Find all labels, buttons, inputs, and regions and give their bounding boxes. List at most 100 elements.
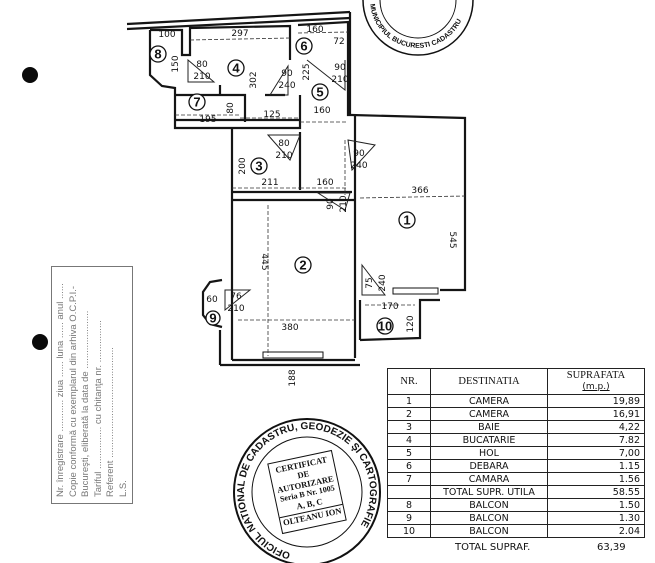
cell-nr: 1 [387, 394, 431, 408]
cell-nr: 5 [387, 446, 431, 460]
svg-text:160: 160 [306, 25, 323, 35]
total-label: TOTAL SUPRAF. [455, 542, 531, 553]
header-destinatia: DESTINATIA [430, 368, 548, 395]
svg-text:80: 80 [278, 139, 290, 149]
cell-destinatia: BAIE [430, 420, 548, 434]
svg-text:100: 100 [158, 30, 175, 40]
svg-text:2: 2 [299, 257, 306, 272]
svg-text:240: 240 [378, 274, 388, 291]
cell-area: 1.15 [547, 459, 645, 473]
svg-text:195: 195 [199, 115, 216, 125]
cell-destinatia: CAMERA [430, 407, 548, 421]
cell-destinatia: DEBARA [430, 459, 548, 473]
cell-destinatia: CAMARA [430, 472, 548, 486]
svg-text:366: 366 [411, 186, 428, 196]
svg-text:76: 76 [230, 292, 242, 302]
svg-text:125: 125 [263, 110, 280, 120]
svg-text:80: 80 [226, 102, 236, 114]
stamp-line: L.S. [117, 480, 129, 497]
svg-text:297: 297 [231, 29, 248, 39]
cell-destinatia: HOL [430, 446, 548, 460]
svg-text:90: 90 [326, 198, 336, 210]
svg-text:170: 170 [381, 302, 398, 312]
svg-text:545: 545 [447, 231, 457, 248]
svg-text:210: 210 [275, 151, 292, 161]
svg-text:210: 210 [193, 72, 210, 82]
dimension-labels: 100 297 160 72 150 80 210 302 90 240 225… [158, 25, 457, 387]
room-10: 10 [376, 317, 394, 335]
svg-text:211: 211 [261, 178, 278, 188]
room-9: 9 [205, 310, 221, 326]
cell-area: 4,22 [547, 420, 645, 434]
copy-conformity-stamp: Nr. înregistrare ............ ziua .....… [51, 266, 133, 504]
svg-text:160: 160 [313, 106, 330, 116]
stamp-line: Copie conformă cu exemplarul din arhiva … [67, 285, 79, 497]
cell-destinatia: BALCON [430, 498, 548, 512]
table-header-row: NR. DESTINATIA SUPRAFATA [387, 368, 645, 395]
room-6: 6 [295, 37, 313, 55]
stamp-line: Referent ...............................… [105, 347, 116, 497]
svg-text:210: 210 [331, 75, 348, 85]
svg-text:225: 225 [302, 63, 312, 80]
cell-nr: 3 [387, 420, 431, 434]
punch-hole [22, 67, 38, 83]
room-4: 4 [227, 59, 245, 77]
cell-area: 58.55 [547, 485, 645, 499]
svg-text:6: 6 [300, 38, 307, 53]
cell-nr: 10 [387, 524, 431, 538]
svg-text:240: 240 [350, 161, 367, 171]
svg-text:7: 7 [193, 94, 200, 109]
header-nr: NR. [387, 368, 431, 395]
svg-text:5: 5 [316, 84, 323, 99]
cell-nr: 4 [387, 433, 431, 447]
cell-area: 1.30 [547, 511, 645, 525]
cell-area: 19,89 [547, 394, 645, 408]
cell-nr: 6 [387, 459, 431, 473]
cell-destinatia: BUCATARIE [430, 433, 548, 447]
room-7: 7 [188, 93, 206, 111]
svg-text:4: 4 [232, 60, 240, 75]
svg-text:240: 240 [278, 81, 295, 91]
svg-text:10: 10 [378, 318, 392, 333]
cell-area: 7,00 [547, 446, 645, 460]
cell-area: 1.56 [547, 472, 645, 486]
svg-text:9: 9 [209, 310, 216, 325]
header-unit: (m.p.) [547, 381, 645, 395]
svg-text:60: 60 [206, 295, 218, 305]
cell-nr: 9 [387, 511, 431, 525]
total-value: 63,39 [597, 542, 626, 553]
svg-text:160: 160 [316, 178, 333, 188]
cell-area: 16,91 [547, 407, 645, 421]
svg-text:80: 80 [196, 60, 208, 70]
cell-nr [387, 485, 431, 499]
punch-hole [32, 334, 48, 350]
cell-area: 2.04 [547, 524, 645, 538]
svg-text:75: 75 [365, 277, 375, 288]
svg-text:200: 200 [238, 157, 248, 174]
header-suprafata: SUPRAFATA [547, 368, 645, 382]
room-5: 5 [311, 83, 329, 101]
cell-area: 7.82 [547, 433, 645, 447]
svg-text:302: 302 [249, 71, 259, 88]
svg-text:380: 380 [281, 323, 298, 333]
svg-text:1: 1 [403, 212, 410, 227]
svg-text:120: 120 [406, 315, 416, 332]
cell-destinatia: CAMERA [430, 394, 548, 408]
room-1: 1 [398, 211, 416, 229]
room-2: 2 [294, 256, 312, 274]
svg-text:210: 210 [339, 195, 349, 212]
svg-text:188: 188 [288, 369, 298, 386]
room-3: 3 [250, 157, 268, 175]
